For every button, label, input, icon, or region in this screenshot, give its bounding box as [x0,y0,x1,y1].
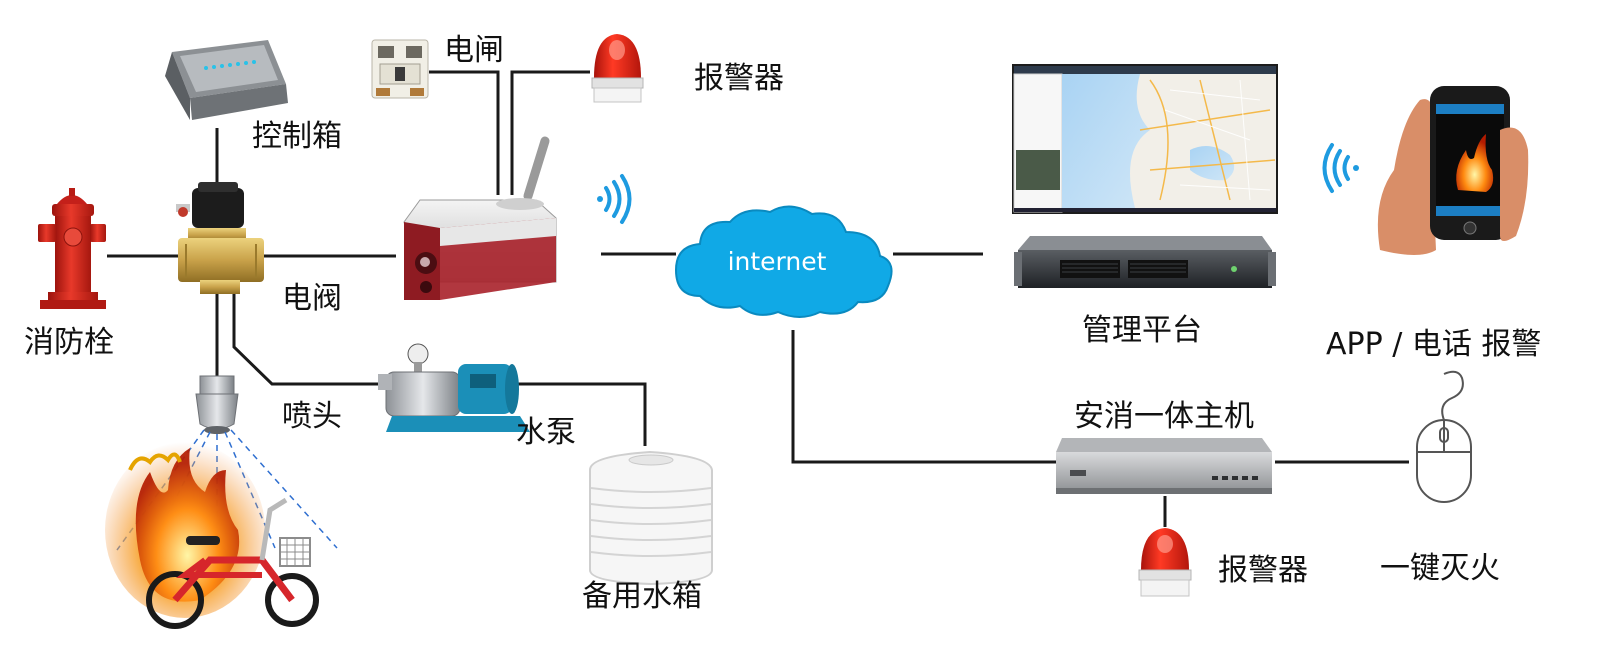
line-alarm-camera [510,70,590,195]
label-hydrant: 消防栓 [24,325,114,360]
mouse-icon [1416,370,1472,503]
label-host: 安消一体主机 [1074,399,1254,434]
smartphone-icon [1377,86,1529,255]
internet-cloud-icon: internet [674,205,893,318]
solenoid-valve-icon [176,182,264,294]
line-pump-tank [517,382,647,446]
label-app-alarm: APP / 电话 报警 [1326,327,1542,362]
label-solenoid-valve: 电阀 [282,281,342,316]
connection-lines [107,70,1409,527]
circuit-breaker-icon [371,39,429,99]
host-unit-icon [1056,438,1272,494]
label-backup-tank: 备用水箱 [582,579,702,614]
label-control-box: 控制箱 [252,119,342,154]
burning-ebike-icon [105,442,319,629]
monitor-map-icon [1012,64,1278,214]
label-alarm-top: 报警器 [694,61,784,96]
line-valve-pump [232,292,382,386]
sprinkler-nozzle-icon [195,375,239,434]
wifi-signal-phone-icon [1322,143,1359,193]
wifi-signal-icon [597,174,632,224]
camera-icon [403,136,557,300]
rack-server-icon [1014,236,1276,288]
label-alarm-bottom: 报警器 [1218,553,1308,588]
label-circuit-breaker: 电闸 [444,33,504,68]
line-breaker-camera [429,70,500,195]
water-tank-icon [589,450,713,586]
fire-hydrant-icon [38,188,106,309]
alarm-light-icon [591,34,644,103]
water-pump-icon [378,343,530,432]
cloud-label: internet [728,247,827,276]
label-platform: 管理平台 [1082,313,1202,348]
label-water-pump: 水泵 [516,415,576,450]
label-nozzle: 喷头 [282,399,342,434]
control-box-icon [165,40,288,120]
label-one-key: 一键灭火 [1380,551,1500,586]
line-cloud-host [791,330,1057,464]
alarm-light-bottom-icon [1138,528,1192,597]
